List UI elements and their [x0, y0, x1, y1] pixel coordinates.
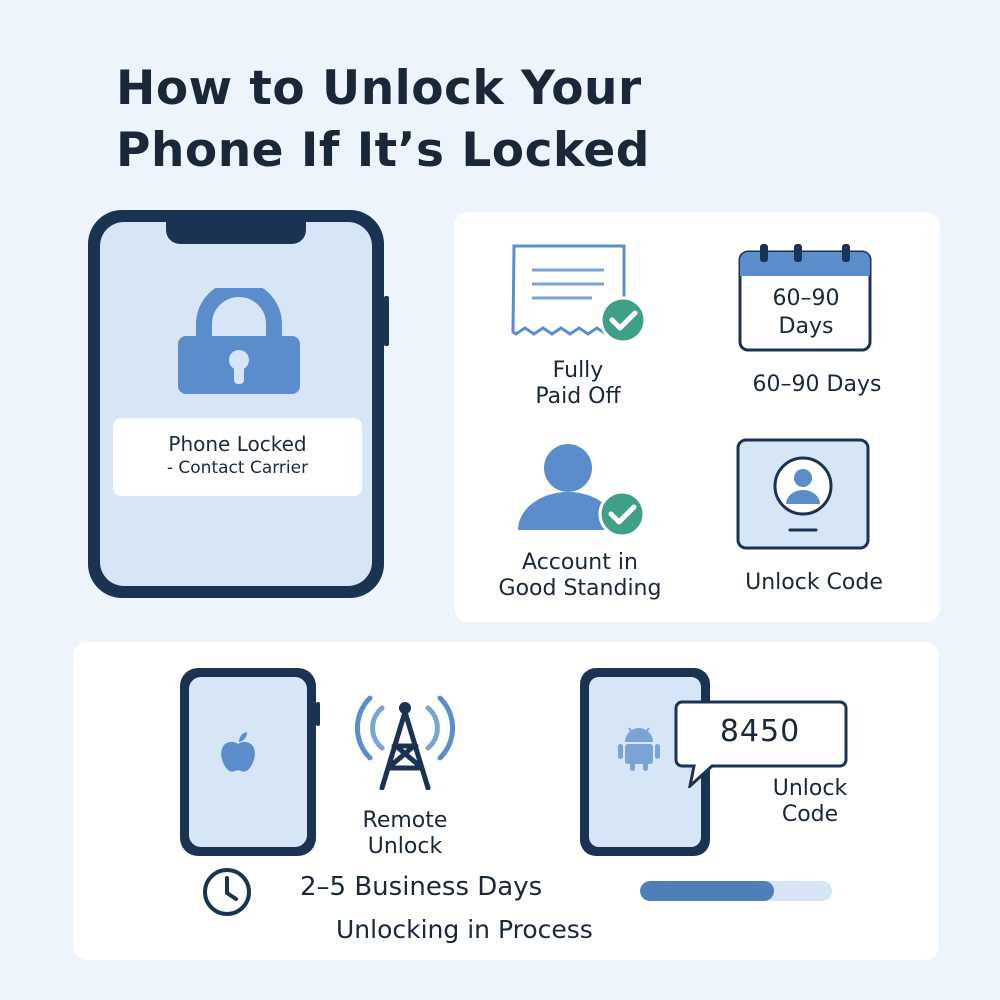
lock-message: Phone Locked - Contact Carrier	[113, 418, 362, 496]
requirement-account-label: Account in Good Standing	[498, 550, 662, 601]
progress-fill	[640, 881, 775, 901]
requirement-days-label: 60–90 Days	[752, 372, 882, 397]
remote-unlock-label: Remote Unlock	[362, 808, 448, 859]
page-title: How to Unlock Your Phone If It’s Locked	[116, 58, 916, 182]
clock-icon	[203, 868, 251, 916]
duration-text: 2–5 Business Days	[300, 872, 543, 902]
android-logo-icon	[618, 727, 660, 771]
requirement-unlock-code	[736, 438, 870, 550]
padlock-icon	[178, 288, 300, 394]
requirement-days	[736, 242, 876, 354]
title-line-2: Phone If It’s Locked	[116, 123, 650, 178]
requirement-paid-off-label: Fully Paid Off	[535, 358, 621, 409]
requirement-account	[512, 440, 662, 540]
unlock-code-value: 8450	[719, 714, 801, 749]
calendar-text: 60–90 Days	[772, 286, 840, 339]
apple-logo-icon	[221, 732, 255, 772]
progress-bar	[640, 881, 832, 901]
cell-tower-icon	[354, 695, 456, 790]
calendar-icon	[738, 244, 872, 352]
requirement-paid-off	[508, 242, 668, 342]
code-bubble	[674, 700, 848, 788]
receipt-check-icon	[511, 244, 647, 342]
title-line-1: How to Unlock Your	[116, 61, 642, 116]
phone-profile-icon	[736, 438, 870, 550]
requirement-unlock-code-label: Unlock Code	[745, 570, 883, 595]
user-check-icon	[518, 444, 646, 538]
lock-message-subtitle: - Contact Carrier	[166, 458, 309, 478]
lock-message-title: Phone Locked	[168, 432, 307, 456]
unlock-code-label: Unlock Code	[772, 776, 848, 827]
status-text: Unlocking in Process	[336, 915, 593, 944]
locked-phone	[84, 206, 396, 602]
